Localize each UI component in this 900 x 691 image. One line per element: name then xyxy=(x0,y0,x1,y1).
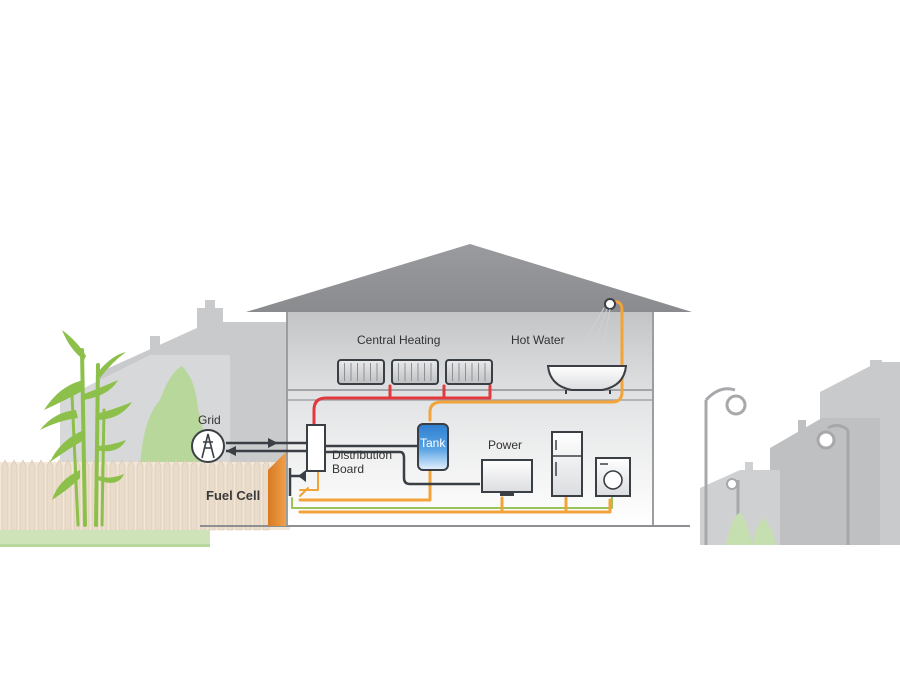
fence-picket xyxy=(244,459,252,531)
bushes-right xyxy=(726,512,776,545)
grass-strip xyxy=(0,530,210,546)
fence-picket xyxy=(145,459,153,531)
house xyxy=(200,244,692,527)
fence-picket xyxy=(127,459,135,531)
distribution-board-label-line1: Distribution xyxy=(332,448,393,462)
fence-picket xyxy=(154,459,162,531)
bamboo xyxy=(40,330,132,527)
radiators xyxy=(337,359,493,385)
fence-picket xyxy=(37,459,45,531)
fence-picket xyxy=(10,459,18,531)
fuel-cell-unit xyxy=(268,452,286,526)
tank-label: Tank xyxy=(420,436,446,450)
fence-picket xyxy=(253,459,261,531)
power-label: Power xyxy=(488,438,523,452)
fence-picket xyxy=(46,459,54,531)
tree-left xyxy=(140,366,205,470)
fence-picket xyxy=(163,459,171,531)
distribution-board xyxy=(306,424,326,472)
television-icon xyxy=(481,459,533,496)
ground-line-left xyxy=(0,544,210,547)
fence-picket xyxy=(217,459,225,531)
central-heating-label: Central Heating xyxy=(357,333,441,347)
fence-picket xyxy=(172,459,180,531)
fence-picket xyxy=(226,459,234,531)
distribution-board-label-line2: Board xyxy=(332,462,365,476)
fence-picket xyxy=(235,459,243,531)
radiator xyxy=(445,359,493,385)
radiator xyxy=(391,359,439,385)
hot-water-tank xyxy=(417,423,449,471)
bathtub-icon xyxy=(546,365,628,394)
fence-picket xyxy=(181,459,189,531)
fuel-cell-label: Fuel Cell xyxy=(206,488,261,503)
hot-water-label: Hot Water xyxy=(511,333,565,347)
fence-picket xyxy=(64,459,72,531)
refrigerator-icon xyxy=(551,431,583,497)
grid-meter-icon xyxy=(191,429,225,463)
pipes xyxy=(291,300,624,514)
fence-picket xyxy=(19,459,27,531)
electric-lines xyxy=(226,438,480,496)
shower-icon xyxy=(585,298,616,347)
radiator xyxy=(337,359,385,385)
fence-picket xyxy=(136,459,144,531)
fence-picket xyxy=(1,459,9,531)
fence xyxy=(0,459,290,531)
fence-picket xyxy=(208,459,216,531)
grid-label: Grid xyxy=(198,413,221,427)
washing-machine-icon xyxy=(595,457,631,497)
fence-picket xyxy=(28,459,36,531)
fence-picket xyxy=(109,459,117,531)
fence-picket xyxy=(262,459,270,531)
fence-picket xyxy=(190,459,198,531)
fence-picket xyxy=(118,459,126,531)
